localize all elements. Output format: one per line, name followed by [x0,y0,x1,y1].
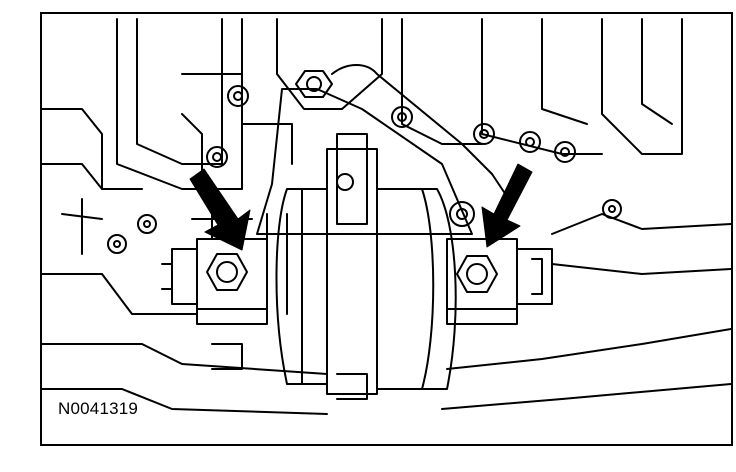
engine-mount-illustration [42,18,731,415]
engine-block-upper [42,18,683,190]
arrow-left-bolt-icon [189,168,251,251]
mount-isolator [266,133,457,400]
figure-id-label: N0041319 [56,399,141,419]
bolt-top [295,70,333,98]
arrow-right-bolt-icon [481,163,533,248]
bolt-right [456,255,498,293]
right-clamp-block [446,201,553,325]
diagram-frame [40,12,733,446]
bolt-left [206,253,248,291]
lower-frame [42,198,731,415]
fasteners [107,85,622,254]
